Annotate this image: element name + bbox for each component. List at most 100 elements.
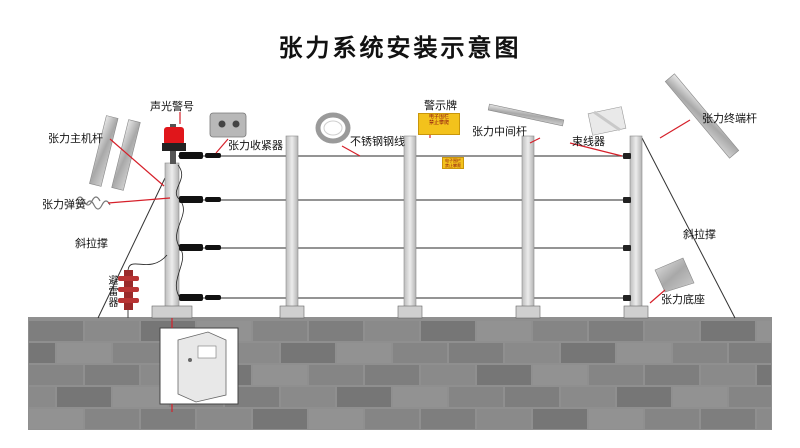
- brick: [85, 321, 139, 341]
- label-base: 张力底座: [661, 293, 705, 306]
- lightning-arrester: [118, 254, 168, 318]
- brick: [57, 343, 111, 363]
- middle-pole-2: [403, 135, 417, 319]
- brick: [673, 387, 727, 407]
- middle-pole-3: [521, 135, 535, 319]
- brick: [449, 343, 503, 363]
- brick: [505, 343, 559, 363]
- brick: [533, 409, 587, 429]
- brick: [477, 365, 531, 385]
- brick: [197, 409, 251, 429]
- label-receiver: 张力收紧器: [228, 139, 283, 152]
- siren-device: [162, 124, 186, 164]
- brick: [505, 387, 559, 407]
- label-brace-right: 斜拉撑: [683, 228, 716, 241]
- brick: [757, 321, 771, 341]
- base-product: [654, 257, 695, 293]
- brick: [701, 409, 755, 429]
- brick: [421, 321, 475, 341]
- brick: [113, 343, 167, 363]
- page-title: 张力系统安装示意图: [278, 33, 522, 62]
- brick: [673, 343, 727, 363]
- brick: [29, 387, 55, 407]
- label-warning-sign: 警示牌: [424, 99, 457, 112]
- label-arrester: 避雷器: [108, 276, 119, 309]
- brick: [645, 321, 699, 341]
- brick: [477, 321, 531, 341]
- label-main-pole: 张力主机杆: [48, 132, 103, 145]
- brick: [589, 409, 643, 429]
- brick: [757, 365, 771, 385]
- brick: [253, 409, 307, 429]
- left-brace: [97, 177, 166, 319]
- brick: [561, 387, 615, 407]
- label-wire: 不锈钢钢线: [350, 135, 405, 148]
- brick: [589, 321, 643, 341]
- right-brace: [641, 137, 736, 319]
- brick: [309, 409, 363, 429]
- end-insulators: [623, 153, 631, 301]
- brick: [57, 387, 111, 407]
- brick: [309, 321, 363, 341]
- brick: [337, 387, 391, 407]
- controller-box: [159, 327, 239, 405]
- fence-sign-line1: 电子围栏: [445, 158, 461, 163]
- end-pole-product: [664, 73, 740, 159]
- brick: [365, 321, 419, 341]
- brick: [141, 409, 195, 429]
- brick: [29, 343, 55, 363]
- binder-product: [587, 106, 627, 136]
- brick: [337, 343, 391, 363]
- brick: [449, 387, 503, 407]
- end-pole: [629, 135, 643, 319]
- brick: [701, 365, 755, 385]
- brick: [645, 365, 699, 385]
- brick: [281, 343, 335, 363]
- middle-pole-1: [285, 135, 299, 319]
- brick: [365, 409, 419, 429]
- brick: [757, 409, 771, 429]
- label-end-pole: 张力终端杆: [702, 112, 757, 125]
- brick: [533, 365, 587, 385]
- label-middle-pole: 张力中间杆: [472, 125, 527, 138]
- brick: [253, 365, 307, 385]
- brick: [701, 321, 755, 341]
- warning-sign-line2: 禁止攀爬: [428, 120, 449, 126]
- brick: [113, 387, 167, 407]
- brick: [729, 387, 771, 407]
- fence-sign-line2: 禁止攀爬: [445, 163, 461, 168]
- spring-product: [75, 196, 111, 210]
- brick: [533, 321, 587, 341]
- brick: [729, 343, 771, 363]
- warning-sign-line1: 电子围栏: [428, 114, 449, 120]
- warning-sign-on-fence: 电子围栏 禁止攀爬: [442, 157, 464, 169]
- receiver-product: [209, 112, 247, 138]
- brick: [393, 387, 447, 407]
- brick: [365, 365, 419, 385]
- warning-sign-product: 电子围栏 禁止攀爬: [418, 113, 460, 135]
- brick: [29, 321, 83, 341]
- brick: [29, 409, 83, 429]
- brick: [29, 365, 83, 385]
- label-spring: 张力弹簧: [42, 198, 86, 211]
- brick: [309, 365, 363, 385]
- middle-pole-product: [487, 103, 565, 127]
- brick: [393, 343, 447, 363]
- main-insulators: [179, 152, 221, 301]
- label-siren: 声光警号: [150, 100, 194, 113]
- brick: [589, 365, 643, 385]
- brick: [477, 409, 531, 429]
- brick: [617, 343, 671, 363]
- brick: [421, 409, 475, 429]
- label-brace-left: 斜拉撑: [75, 237, 108, 250]
- brick-wall: [28, 318, 772, 430]
- label-binder: 束线器: [572, 135, 605, 148]
- brick: [645, 409, 699, 429]
- brick: [85, 409, 139, 429]
- brick: [421, 365, 475, 385]
- brick: [253, 321, 307, 341]
- brick: [617, 387, 671, 407]
- pole-bases: [151, 305, 649, 319]
- brick: [561, 343, 615, 363]
